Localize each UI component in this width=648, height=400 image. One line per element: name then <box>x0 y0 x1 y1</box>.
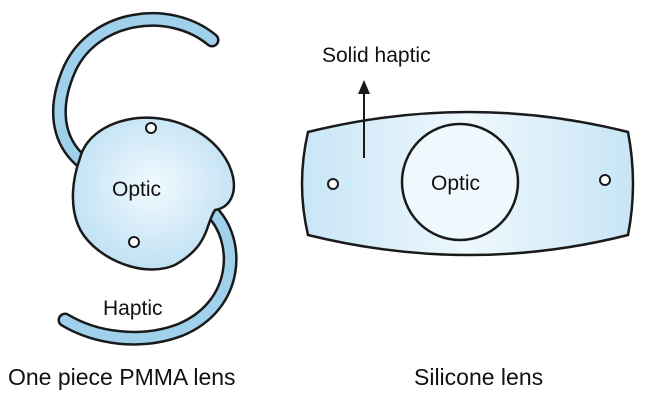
silicone-hole-left <box>327 178 339 190</box>
silicone-hole-right <box>599 174 611 186</box>
solid-haptic-label: Solid haptic <box>322 44 431 67</box>
silicone-optic <box>400 122 520 242</box>
pmma-optic <box>71 116 236 271</box>
pmma-hole-bottom <box>128 236 140 248</box>
silicone-caption: Silicone lens <box>414 364 543 390</box>
pmma-optic-label: Optic <box>112 178 161 201</box>
pmma-lens: Optic Haptic One piece PMMA lens <box>8 12 238 390</box>
pmma-hole-top <box>145 122 157 134</box>
solid-haptic-arrow <box>358 80 370 158</box>
pmma-caption: One piece PMMA lens <box>8 364 236 390</box>
silicone-lens: Solid haptic Optic Silicone lens <box>300 44 635 390</box>
silicone-optic-label: Optic <box>431 172 480 195</box>
pmma-haptic-label: Haptic <box>103 297 163 320</box>
